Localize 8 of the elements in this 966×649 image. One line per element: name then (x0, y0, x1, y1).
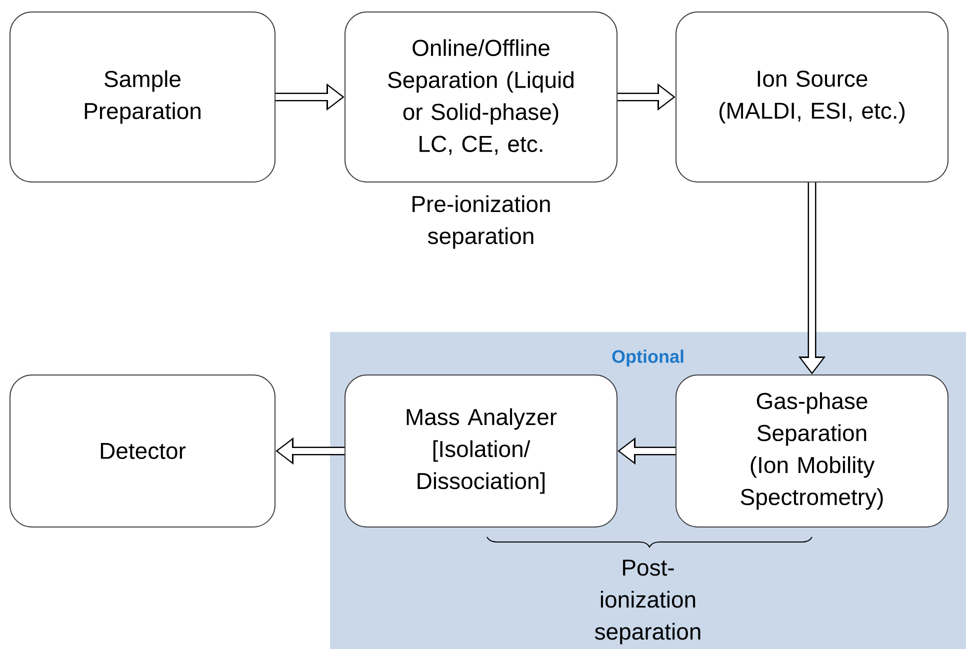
caption-text: Pre-ionization separation (412, 195, 550, 249)
process-box: Online/Offline Separation (Liquid or Solid-phase) LC, CE, etc. (344, 12, 618, 182)
process-box: Gas-phase Separation (Ion Mobility Spectrometry) (676, 374, 948, 528)
process-box: Mass Analyzer [Isolation/ Dissociation] (344, 374, 618, 528)
process-box: Sample Preparation (10, 12, 276, 182)
caption-text: Post- ionization separation (594, 560, 700, 644)
process-box: Detector (10, 374, 276, 528)
process-box: Ion Source (MALDI, ESI, etc.) (676, 12, 948, 182)
